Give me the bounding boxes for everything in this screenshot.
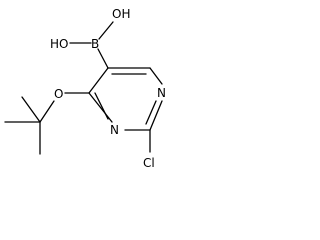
bond-c4-c5 [88, 67, 109, 94]
atom-label-chlorine: Cl [143, 156, 155, 170]
atom-label-oh-top: OH [112, 7, 130, 21]
bond-b-oh-top [98, 21, 114, 40]
bond-cq-me-up [21, 96, 41, 123]
structure-canvas: OH HO B O N N Cl [0, 0, 188, 189]
bond-n3-c4-double [94, 92, 109, 120]
bond-b-c5 [97, 48, 109, 69]
atom-label-boron: B [91, 37, 99, 51]
bond-c6-n1 [149, 67, 163, 85]
atom-label-nitrogen-right: N [157, 86, 166, 100]
atom-label-nitrogen-bottom: N [110, 123, 119, 137]
bond-o-cq [39, 100, 55, 123]
molecule-drawing: OH HO B O N N Cl [4, 7, 166, 170]
atom-label-ho-left: HO [50, 37, 68, 51]
bond-n3-c4 [88, 92, 113, 123]
bond-n1-c2 [149, 100, 163, 131]
bond-n1-c2-double [145, 100, 157, 125]
atom-label-oxygen: O [54, 87, 63, 101]
